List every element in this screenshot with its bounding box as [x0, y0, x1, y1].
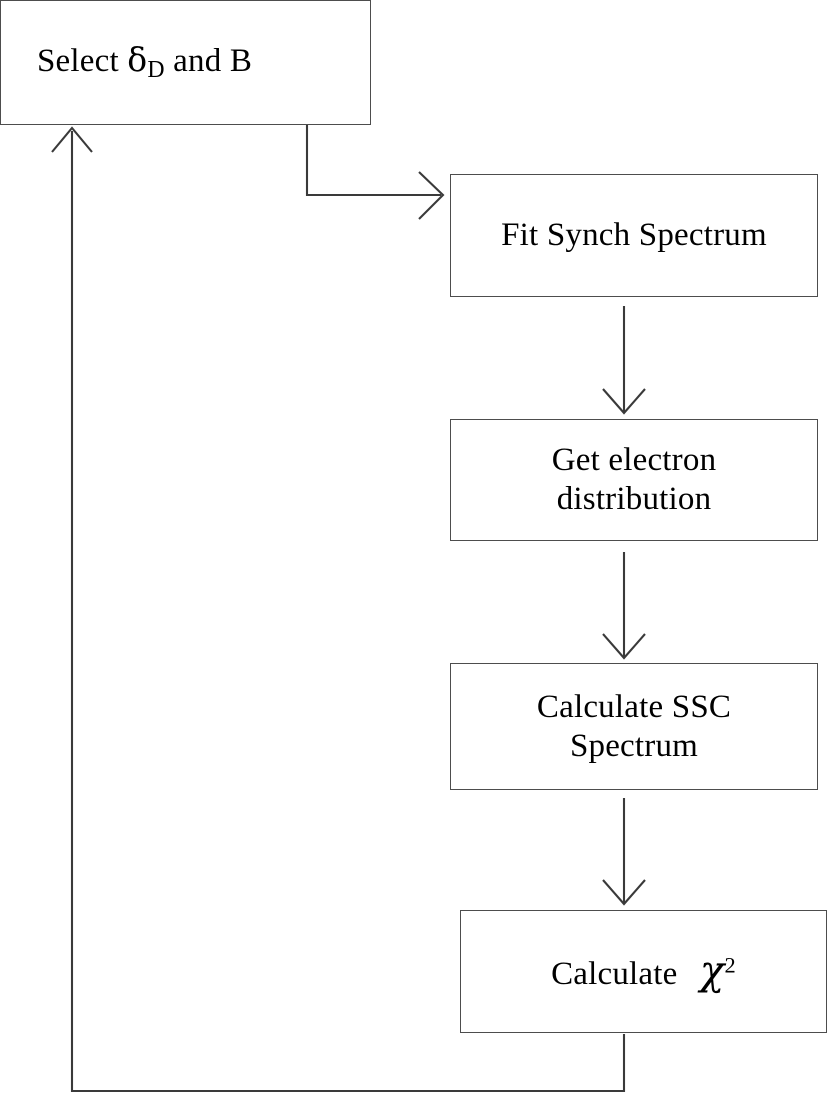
node-select-text-after: and B [164, 42, 253, 79]
node-chisq-label: Calculate χ2 [551, 948, 736, 996]
node-get-electron-distribution[interactable]: Get electron distribution [450, 419, 818, 541]
edge-select-to-fit [305, 125, 445, 220]
edge-fit-to-getdist [602, 306, 646, 415]
delta-subscript-d: D [147, 57, 165, 84]
chi-superscript-2: 2 [724, 952, 736, 978]
node-fit-label: Fit Synch Spectrum [501, 217, 767, 254]
node-select-delta-and-b[interactable]: Select δD and B [0, 0, 371, 125]
node-fit-synch-spectrum[interactable]: Fit Synch Spectrum [450, 174, 818, 297]
chi-symbol: χ [699, 947, 725, 994]
node-chisq-text-before: Calculate [551, 955, 686, 992]
edge-ssc-to-chisq [602, 798, 646, 906]
node-calculate-chi-squared[interactable]: Calculate χ2 [460, 910, 827, 1033]
edge-getdist-to-ssc [602, 552, 646, 660]
node-ssc-label: Calculate SSC Spectrum [536, 688, 732, 764]
node-select-label: Select δD and B [1, 39, 370, 84]
node-select-text-before: Select [37, 42, 128, 79]
node-calculate-ssc-spectrum[interactable]: Calculate SSC Spectrum [450, 663, 818, 790]
delta-symbol: δ [127, 39, 148, 79]
node-getdist-label: Get electron distribution [551, 442, 717, 517]
